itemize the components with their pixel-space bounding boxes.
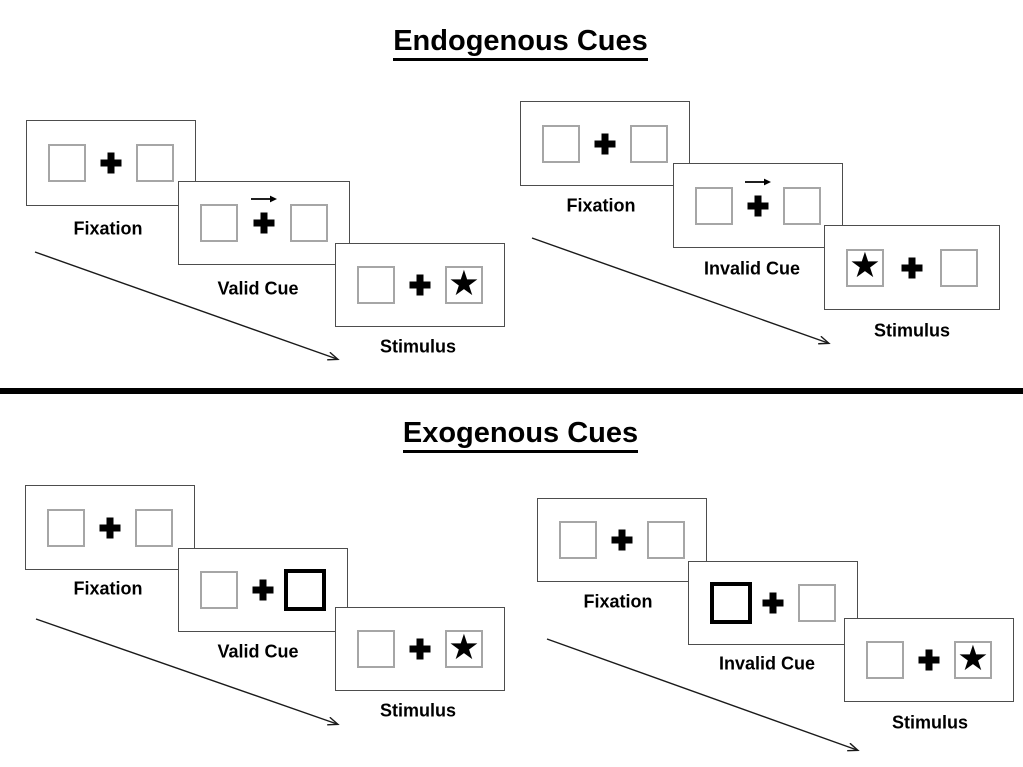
placeholder-box [630,124,668,163]
fixation-cross-icon [99,517,121,538]
endogenous-valid-label-stimulus: Stimulus [379,336,457,357]
exogenous-invalid-label-invalid-cue: Invalid Cue [718,653,816,674]
exogenous-valid-frame-valid-cue [178,548,348,632]
fixation-cross-icon [409,638,431,660]
endogenous-valid-time-arrow [34,251,337,359]
endogenous-invalid-label-fixation: Fixation [566,195,636,216]
fixation-cross-icon [611,529,633,551]
fixation-cross-icon [762,592,784,614]
exogenous-invalid-frame-stimulus: ★ [844,618,1014,702]
target-box: ★ [846,246,884,287]
fixation-cross-icon [100,152,122,174]
placeholder-box [136,144,174,182]
endogenous-invalid-label-invalid-cue: Invalid Cue [703,258,801,279]
fixation-cross-icon [918,649,940,671]
endogenous-invalid-frame-fixation [520,101,690,186]
placeholder-box [200,204,238,242]
fixation-cross-icon [409,274,431,296]
placeholder-box [290,204,328,242]
fixation-cross-icon [747,195,769,216]
fixation-cross-icon [252,579,274,601]
section-divider [0,388,1023,394]
exogenous-title-text: Exogenous Cues [402,417,639,453]
placeholder-box [695,186,733,225]
exogenous-valid-time-arrow [35,618,337,724]
star-icon: ★ [448,627,480,667]
exogenous-invalid-time-arrow [546,638,857,750]
exogenous-valid-frame-stimulus: ★ [335,607,505,691]
placeholder-box [135,508,173,547]
placeholder-box [542,124,580,163]
target-box: ★ [954,638,992,679]
placeholder-box [783,186,821,225]
exogenous-valid-label-fixation: Fixation [73,578,143,599]
endogenous-valid-label-fixation: Fixation [73,218,143,239]
star-icon: ★ [849,246,881,285]
placeholder-box [48,144,86,182]
right-arrow-cue-icon [251,195,277,203]
placeholder-box [798,584,836,622]
exogenous-valid-label-valid-cue: Valid Cue [217,641,299,662]
placeholder-box [47,508,85,547]
exogenous-valid-label-stimulus: Stimulus [379,700,457,721]
fixation-cross-icon [594,133,616,154]
exogenous-section-title: Exogenous Cues [18,417,1023,453]
endogenous-valid-frame-stimulus: ★ [335,243,505,327]
exogenous-valid-frame-fixation [25,485,195,570]
endogenous-invalid-label-stimulus: Stimulus [873,320,951,341]
exogenous-invalid-frame-fixation [537,498,707,582]
fixation-cross-icon [901,257,923,278]
endogenous-invalid-frame-stimulus: ★ [824,225,1000,310]
placeholder-box [357,266,395,304]
placeholder-box [940,248,978,287]
target-box: ★ [445,263,483,304]
endogenous-valid-label-valid-cue: Valid Cue [217,278,299,299]
fixation-cross-icon [253,212,275,234]
endogenous-invalid-frame-invalid-cue [673,163,843,248]
placeholder-box [866,641,904,679]
placeholder-box [200,571,238,609]
exogenous-invalid-label-fixation: Fixation [583,591,653,612]
endogenous-invalid-time-arrow [531,237,828,343]
star-icon: ★ [448,263,480,303]
exogenous-invalid-label-stimulus: Stimulus [891,712,969,733]
endogenous-section-title: Endogenous Cues [18,25,1023,61]
endogenous-title-text: Endogenous Cues [393,25,648,61]
cued-box [284,569,326,611]
endogenous-valid-frame-fixation [26,120,196,206]
endogenous-valid-frame-valid-cue [178,181,350,265]
exogenous-invalid-frame-invalid-cue [688,561,858,645]
placeholder-box [559,521,597,559]
right-arrow-cue-icon [745,178,771,185]
star-icon: ★ [957,638,989,678]
cued-box [710,582,752,624]
target-box: ★ [445,627,483,668]
placeholder-box [357,630,395,668]
placeholder-box [647,521,685,559]
